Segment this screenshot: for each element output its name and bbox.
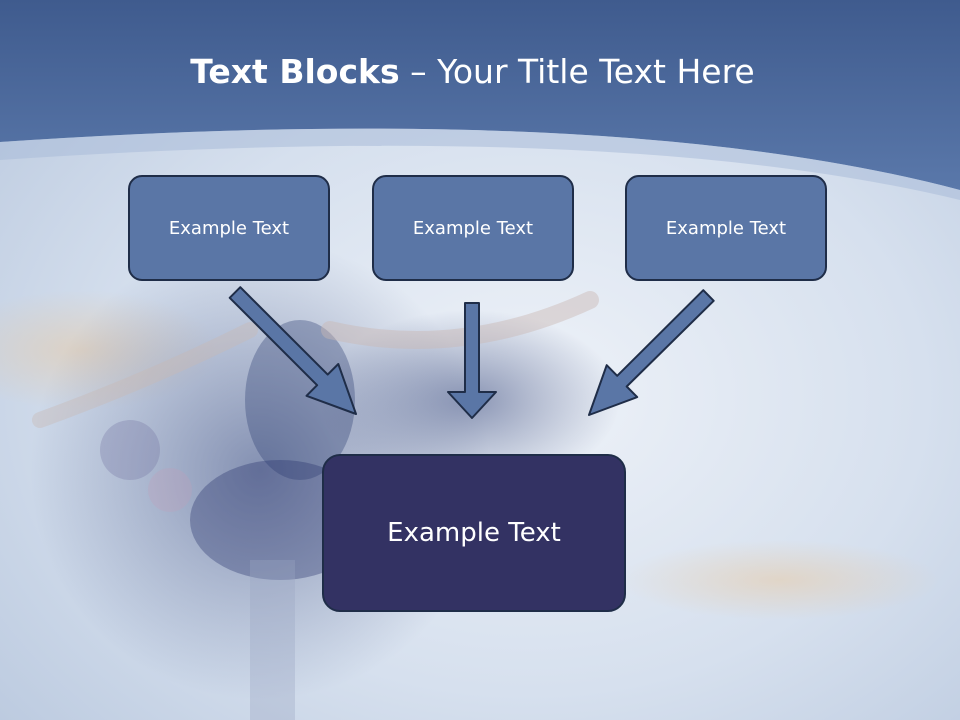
text-block-3: Example Text (625, 175, 827, 281)
text-block-2: Example Text (372, 175, 574, 281)
text-block-1: Example Text (128, 175, 330, 281)
text-block-main: Example Text (322, 454, 626, 612)
slide-title: Text Blocks – Your Title Text Here (0, 52, 945, 91)
title-bold: Text Blocks (190, 52, 400, 91)
title-rest: – Your Title Text Here (399, 52, 755, 91)
